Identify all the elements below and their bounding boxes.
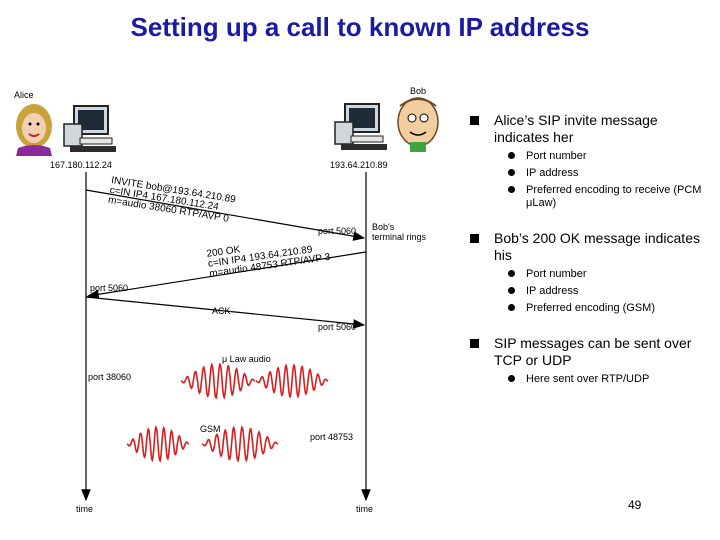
ack-label: ACK	[212, 306, 231, 316]
bob-audio-port-label: port 48753	[310, 432, 354, 442]
ok-arrow	[86, 251, 367, 300]
ack-port-label: port 5060	[318, 322, 357, 332]
square-bullet-icon	[470, 116, 479, 125]
dot-bullet-icon	[508, 169, 515, 176]
alice-avatar	[16, 104, 52, 156]
bob-rings-label: Bob's terminal rings	[372, 222, 427, 242]
alice-audio-port-label: port 38060	[88, 372, 132, 382]
gsm-audio-wave	[126, 425, 279, 463]
sub-bullet-item: Port number	[470, 150, 710, 163]
bullet-list: Alice’s SIP invite message indicates her…	[470, 112, 710, 386]
sub-bullet-item: IP address	[470, 285, 710, 298]
law-audio-wave	[180, 362, 329, 400]
alice-name-label: Alice	[14, 90, 34, 100]
gsm-label: GSM	[200, 424, 221, 434]
bob-ip-label: 193.64.210.89	[330, 160, 388, 170]
bob-avatar	[397, 97, 439, 152]
sub-bullet-item: Preferred encoding (GSM)	[470, 302, 710, 315]
ok-port-label: port 5060	[90, 283, 129, 293]
sub-bullet-item: IP address	[470, 167, 710, 180]
law-audio-label: μ Law audio	[222, 354, 271, 364]
dot-bullet-icon	[508, 304, 515, 311]
alice-computer-icon	[63, 105, 116, 152]
bob-computer-icon	[334, 103, 387, 150]
dot-bullet-icon	[508, 270, 515, 277]
dot-bullet-icon	[508, 186, 515, 193]
time-label-left: time	[76, 504, 94, 514]
bob-name-label: Bob	[410, 86, 427, 96]
bullet-item: Alice’s SIP invite message indicates her	[470, 112, 710, 146]
page-number: 49	[628, 498, 642, 512]
invite-port-label: port 5060	[318, 226, 357, 236]
page-title: Setting up a call to known IP address	[130, 12, 590, 42]
bullet-item: Bob’s 200 OK message indicates his	[470, 230, 710, 264]
time-label-right: time	[356, 504, 374, 514]
ack-arrow	[85, 296, 366, 329]
sub-bullet-item: Port number	[470, 268, 710, 281]
dot-bullet-icon	[508, 152, 515, 159]
dot-bullet-icon	[508, 287, 515, 294]
alice-ip-label: 167.180.112.24	[50, 160, 112, 170]
square-bullet-icon	[470, 234, 479, 243]
invite-arrow	[85, 189, 366, 241]
sub-bullet-item: Here sent over RTP/UDP	[470, 373, 710, 386]
dot-bullet-icon	[508, 375, 515, 382]
bullet-item: SIP messages can be sent over TCP or UDP	[470, 335, 710, 369]
sub-bullet-item: Preferred encoding to receive (PCM μLaw)	[470, 184, 710, 210]
square-bullet-icon	[470, 339, 479, 348]
